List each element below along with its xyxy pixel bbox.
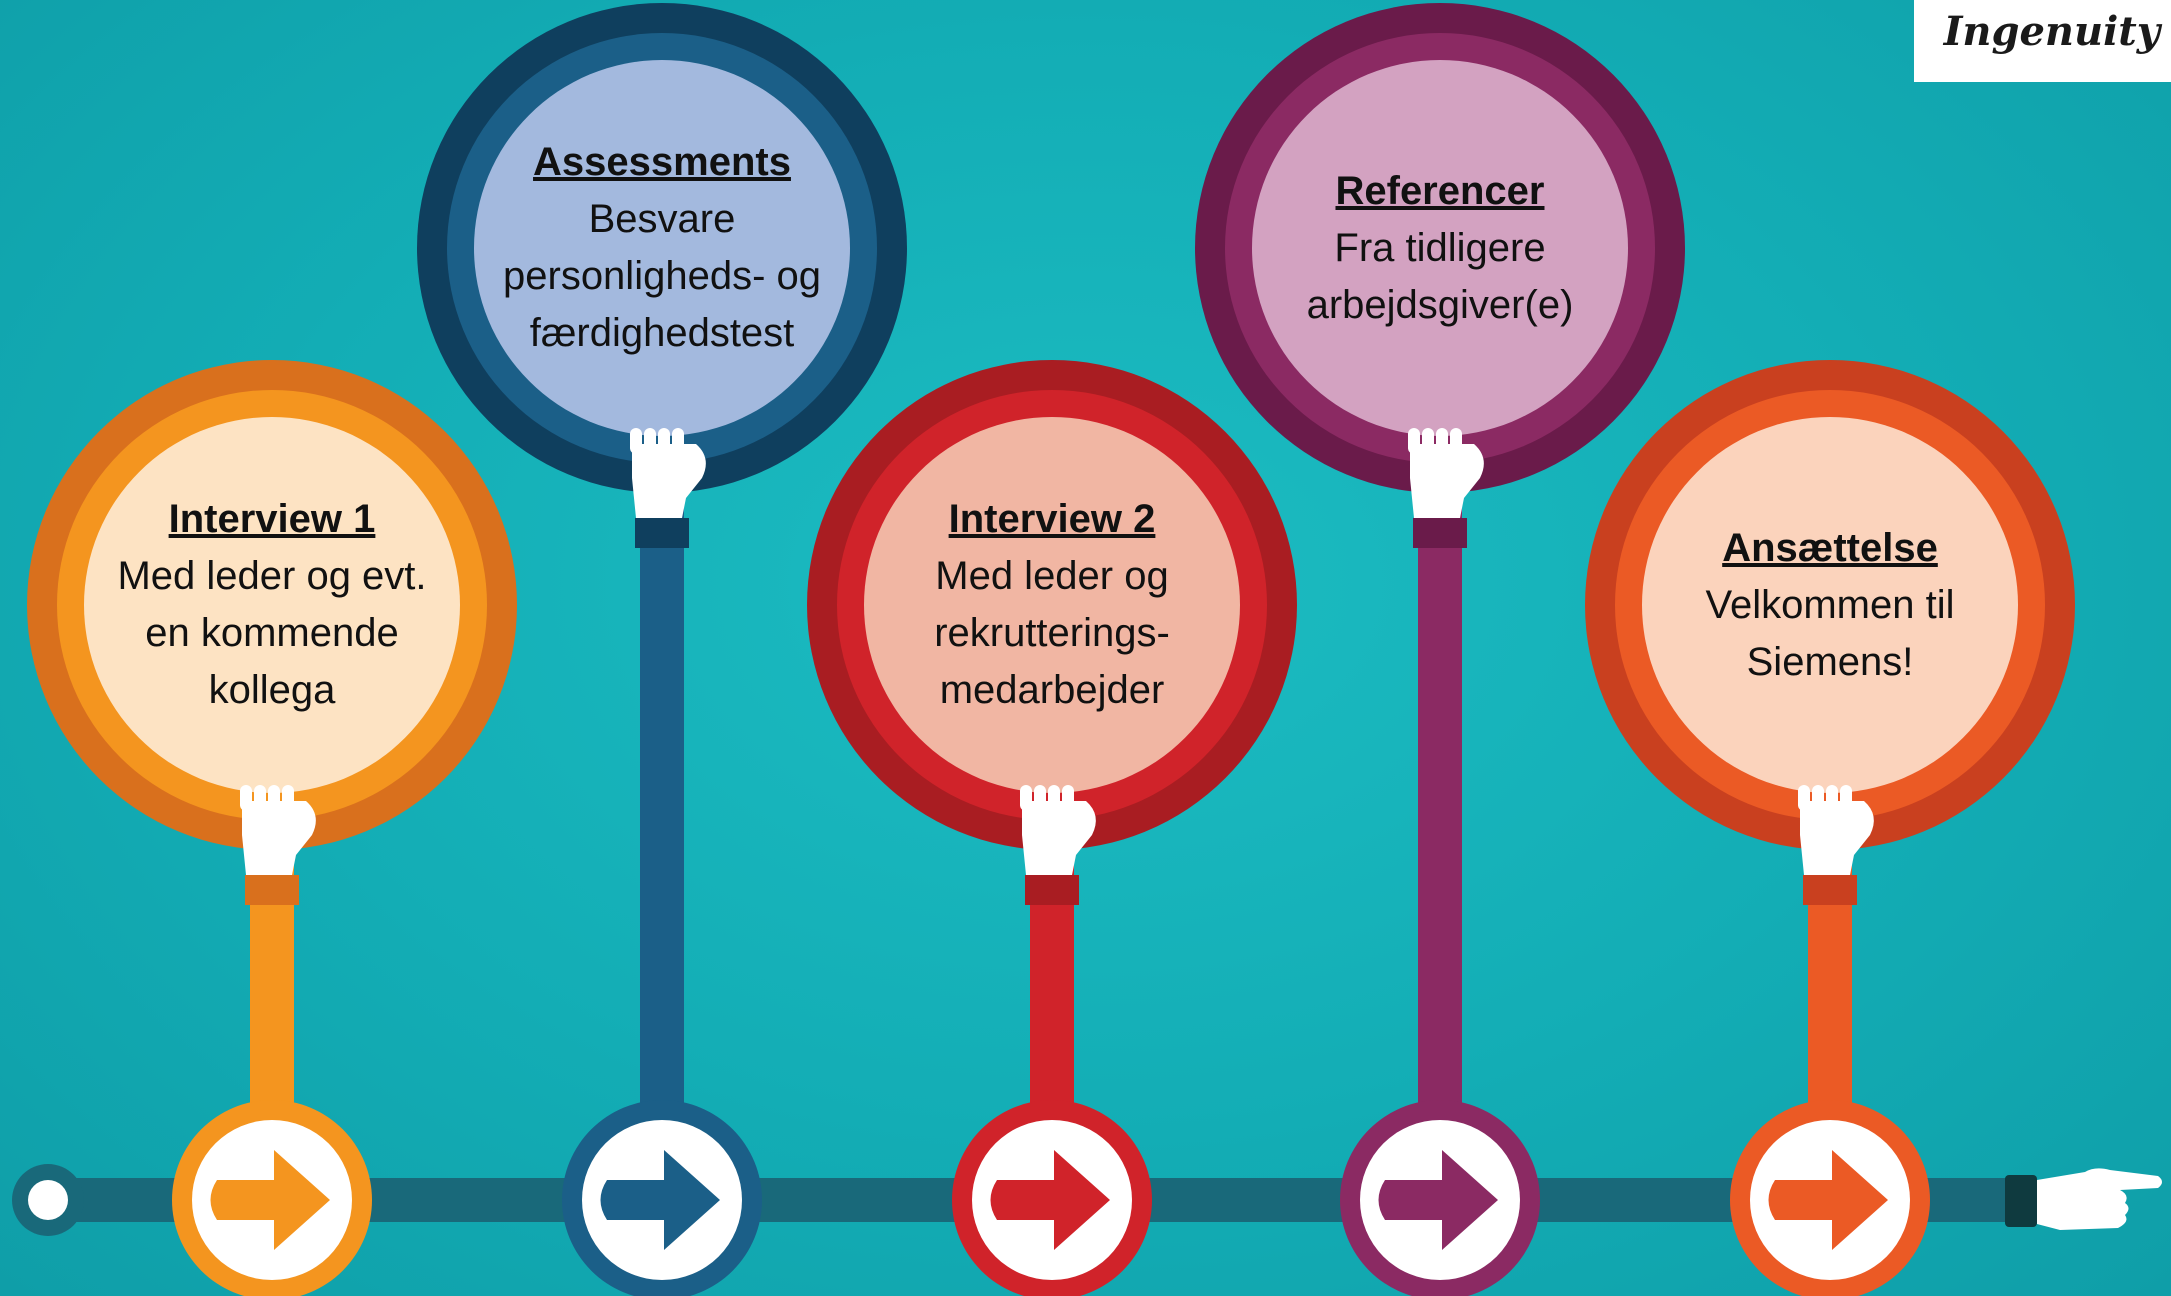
arrow-right-icon xyxy=(600,1150,720,1250)
step-description-line: medarbejder xyxy=(939,668,1165,712)
step-title: Ansættelse xyxy=(1722,525,1938,570)
step-description-line: Med leder og evt. xyxy=(117,554,427,598)
step-description-line: Fra tidligere xyxy=(1334,225,1546,270)
timeline-start-dot-inner xyxy=(28,1180,68,1220)
hand-cuff xyxy=(245,875,299,905)
step-ansaettelse xyxy=(1585,360,2075,1296)
holding-hand-icon xyxy=(240,785,316,875)
step-description-line: Med leder og xyxy=(935,554,1169,598)
step-interview-2 xyxy=(807,360,1297,1296)
step-circle-fill xyxy=(474,60,850,436)
step-circle-fill xyxy=(84,417,460,793)
step-circle-fill xyxy=(864,417,1240,793)
step-description-line: Besvare xyxy=(588,197,736,241)
arrow-right-icon xyxy=(1378,1150,1498,1250)
logo-container xyxy=(1914,0,2171,82)
hand-cuff xyxy=(1025,875,1079,905)
step-description-line: færdighedstest xyxy=(529,311,795,355)
step-description-line: rekrutterings- xyxy=(934,611,1170,655)
holding-hand-icon xyxy=(1020,785,1096,875)
step-title: Assessments xyxy=(533,140,791,184)
step-description-line: en kommende xyxy=(145,611,399,655)
arrow-right-icon xyxy=(1768,1150,1888,1250)
hand-cuff xyxy=(635,518,689,548)
step-title: Interview 1 xyxy=(168,497,376,541)
holding-hand-icon xyxy=(630,428,706,518)
brand-logo: Ingenuity xyxy=(1943,8,2160,55)
step-title: Interview 2 xyxy=(948,497,1156,541)
step-text-interview-1: Interview 1 Med leder og evt. en kommende k… xyxy=(72,491,472,719)
hand-cuff xyxy=(1413,518,1467,548)
step-circle-fill xyxy=(1252,60,1628,436)
step-stem xyxy=(640,448,684,1200)
step-circle-fill xyxy=(1642,417,2018,793)
step-text-interview-2: Interview 2 Med leder og rekrutterings-med… xyxy=(852,491,1252,719)
arrow-right-icon xyxy=(990,1150,1110,1250)
step-assessments xyxy=(417,3,907,1296)
step-description-line: Velkommen til xyxy=(1705,582,1955,627)
holding-hand-icon xyxy=(1798,785,1874,875)
step-interview-1 xyxy=(27,360,517,1296)
arrow-right-icon xyxy=(210,1150,330,1250)
pointing-hand-icon xyxy=(2005,1168,2162,1230)
step-description-line: arbejdsgiver(e) xyxy=(1306,282,1574,327)
step-title: Referencer xyxy=(1335,168,1545,213)
step-description-line: kollega xyxy=(208,668,336,712)
step-description-line: Siemens! xyxy=(1746,639,1914,684)
step-stem xyxy=(1418,448,1462,1200)
step-description-line: personligheds- og xyxy=(503,254,821,298)
hand-cuff xyxy=(1803,875,1857,905)
holding-hand-icon xyxy=(1408,428,1484,518)
step-referencer xyxy=(1195,3,1685,1296)
